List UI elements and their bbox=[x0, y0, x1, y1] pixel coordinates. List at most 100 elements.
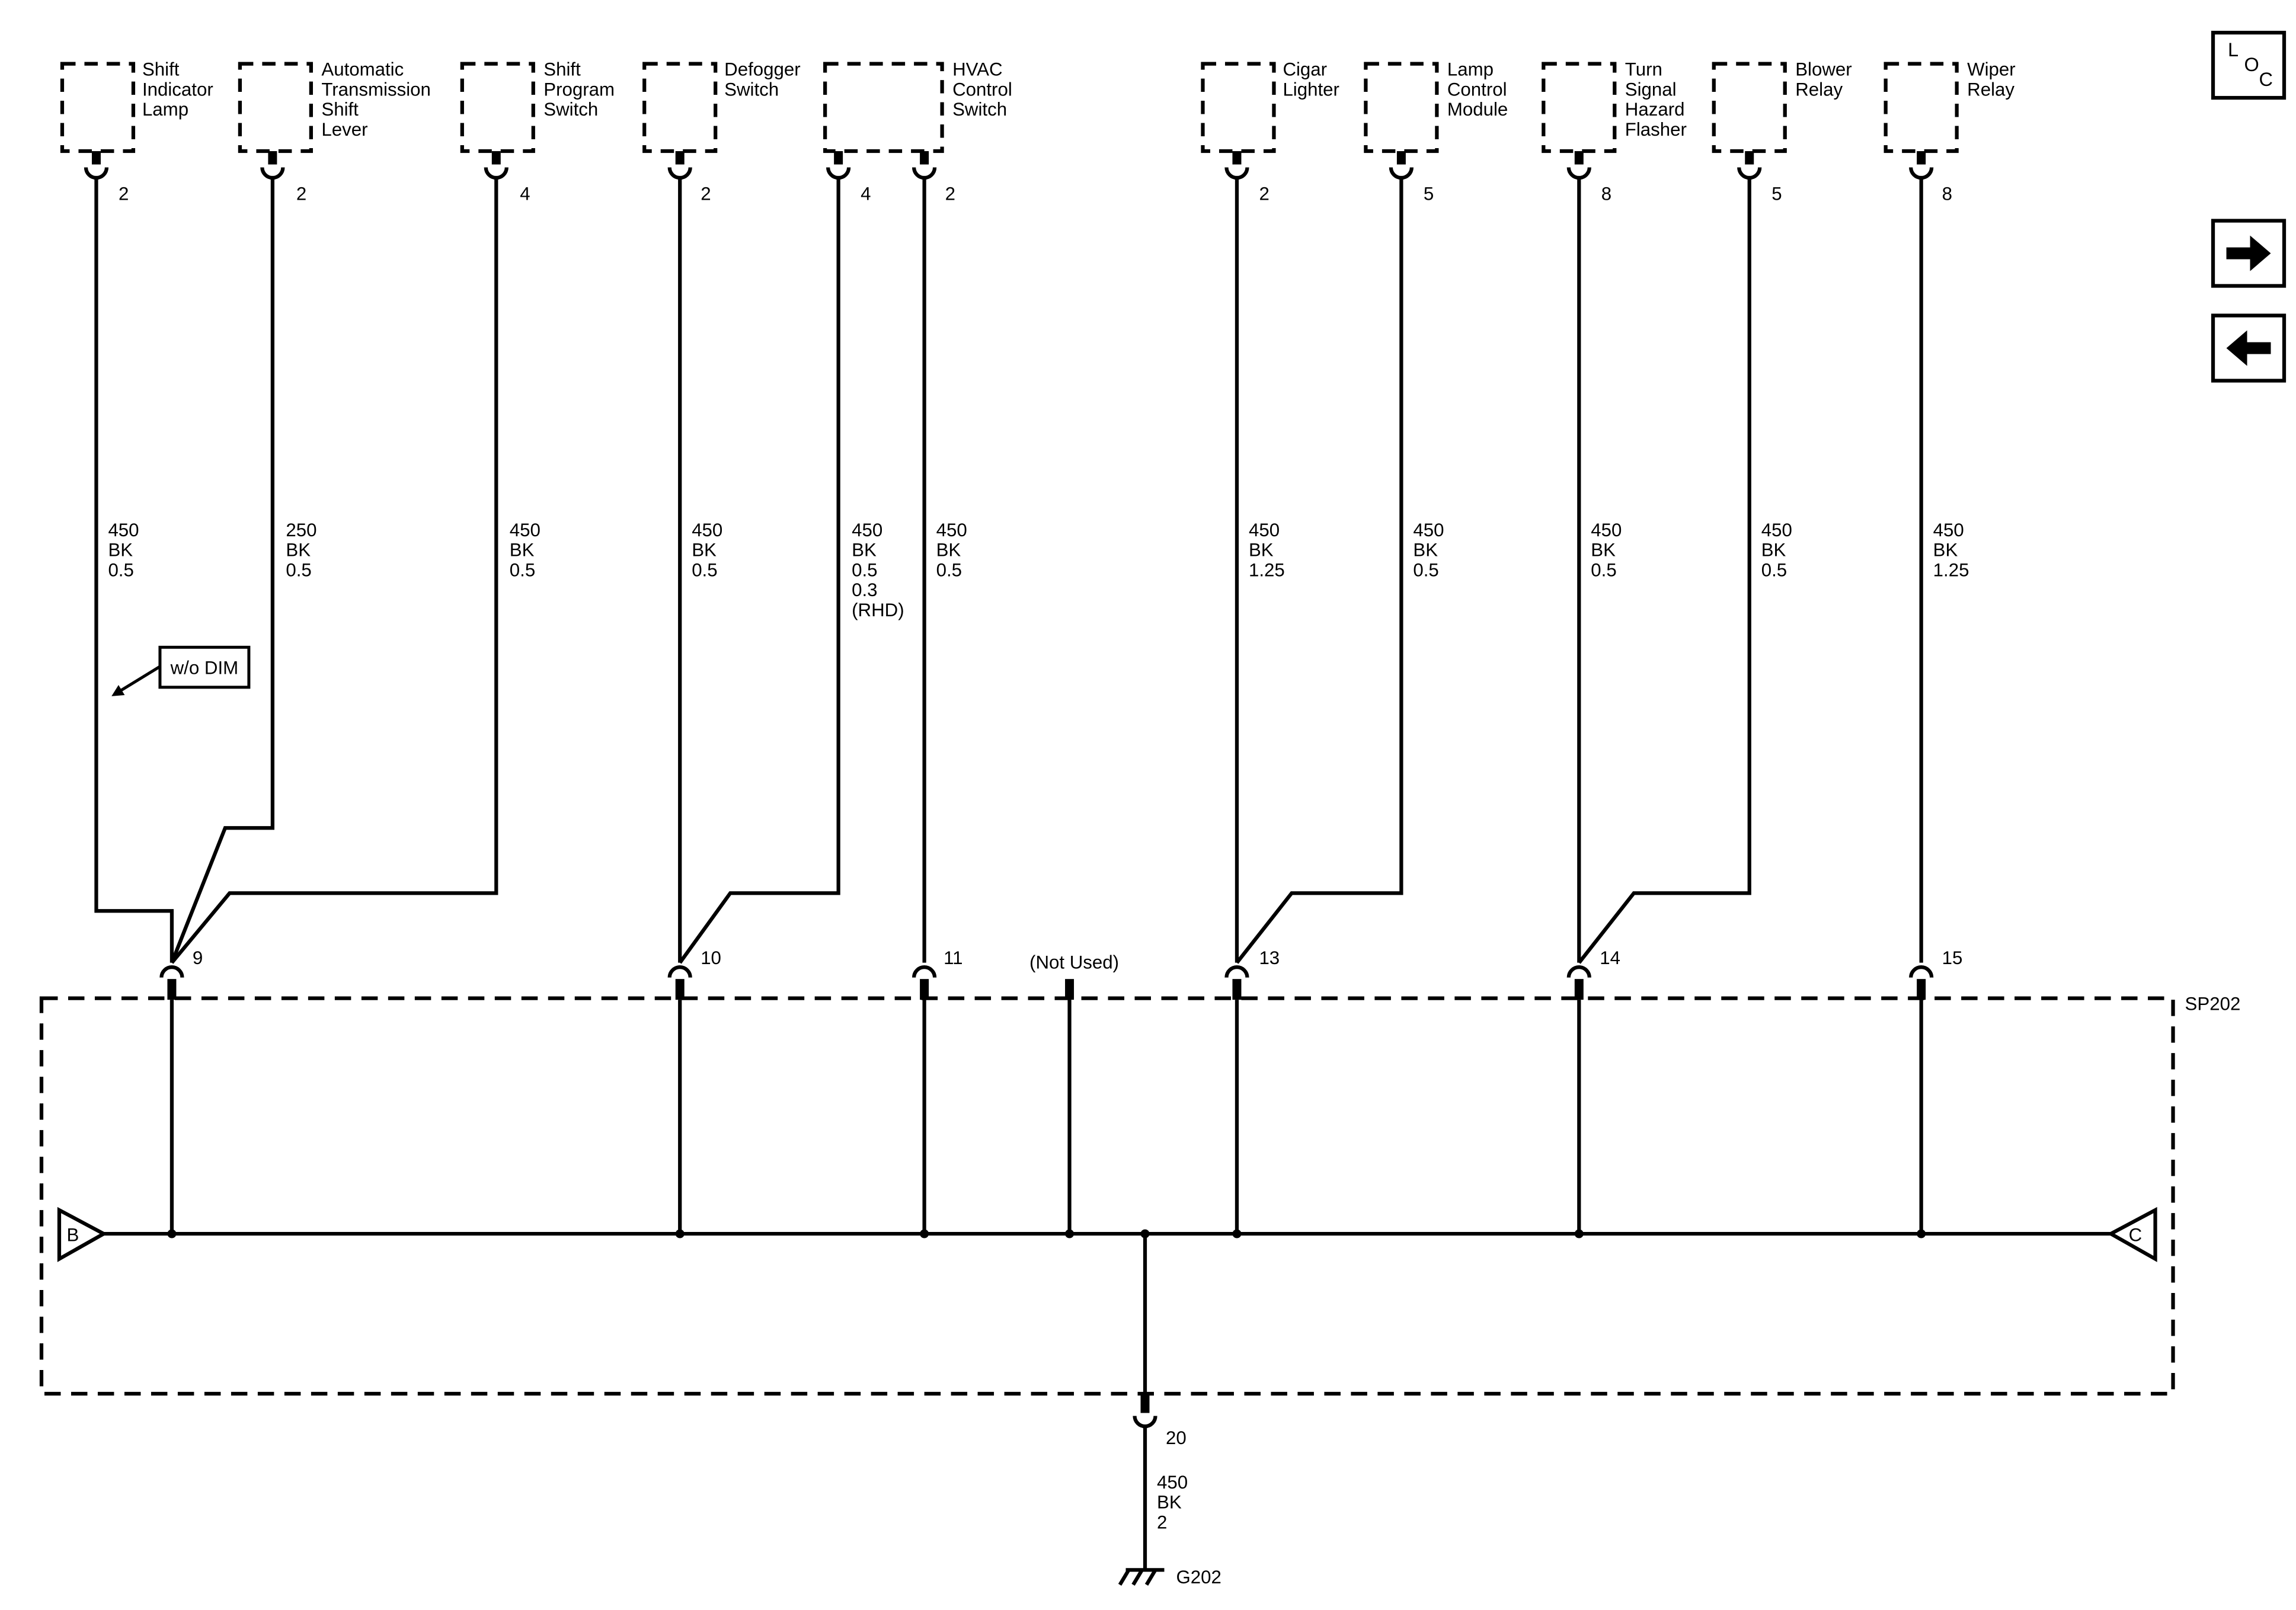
terminal-turn-signal-hazard-flasher bbox=[1566, 151, 1591, 180]
splice-pack-name: SP202 bbox=[2185, 994, 2241, 1014]
pin-number: 5 bbox=[1424, 184, 1434, 204]
back-button[interactable] bbox=[2211, 313, 2287, 383]
junction-dot bbox=[1574, 1229, 1584, 1238]
connector-b[interactable]: B bbox=[57, 1206, 108, 1262]
shift-program-switch-box bbox=[460, 62, 535, 153]
terminal-cigar-lighter bbox=[1224, 151, 1249, 180]
terminal-automatic-transmission-shift-lever bbox=[260, 151, 285, 180]
ground-terminal-stub bbox=[1140, 1393, 1150, 1413]
junction-dot bbox=[1140, 1229, 1150, 1238]
right-arrow-icon bbox=[2226, 235, 2271, 271]
component-terminals bbox=[84, 151, 1934, 180]
splice-pin-number: 15 bbox=[1942, 948, 1963, 968]
hvac-control-switch-box bbox=[823, 62, 944, 153]
wiper-relay-box bbox=[1884, 62, 1959, 153]
option-callout: w/o DIM bbox=[111, 645, 251, 696]
pin-number: 2 bbox=[296, 184, 306, 204]
splice-pin-number: 9 bbox=[193, 948, 203, 968]
junction-dot bbox=[675, 1229, 685, 1238]
wire-lamp-control-module bbox=[1235, 178, 1403, 964]
ground-terminal bbox=[1133, 1416, 1157, 1429]
pin-number: 2 bbox=[119, 184, 129, 204]
pin-number: 2 bbox=[945, 184, 955, 204]
splice-terminal-10 bbox=[667, 965, 692, 1000]
loc-letter-o: O bbox=[2244, 54, 2259, 75]
component-boxes bbox=[60, 62, 1959, 153]
junction-dot bbox=[1065, 1229, 1075, 1238]
splice-terminal-not-used bbox=[1065, 979, 1075, 1000]
cigar-lighter-box bbox=[1201, 62, 1276, 153]
forward-button[interactable] bbox=[2211, 219, 2287, 288]
connector-c[interactable]: C bbox=[2107, 1206, 2157, 1262]
connector-b-label: B bbox=[66, 1225, 79, 1246]
splice-internal bbox=[103, 1000, 2111, 1394]
junction-dot bbox=[167, 1229, 177, 1238]
terminal-hvac-control-switch-pin4 bbox=[826, 151, 851, 180]
pin-number: 8 bbox=[1942, 184, 1952, 204]
left-arrow-icon bbox=[2226, 330, 2271, 366]
terminal-hvac-control-switch-pin2 bbox=[912, 151, 937, 180]
turn-signal-hazard-flasher-box bbox=[1542, 62, 1617, 153]
terminal-defogger-switch bbox=[667, 151, 692, 180]
terminal-shift-program-switch bbox=[484, 151, 509, 180]
splice-terminal-13 bbox=[1224, 965, 1249, 1000]
terminal-lamp-control-module bbox=[1389, 151, 1414, 180]
defogger-switch-box bbox=[642, 62, 718, 153]
lamp-control-module-box bbox=[1364, 62, 1439, 153]
wire-shift-program-switch bbox=[170, 178, 498, 964]
splice-terminal-9 bbox=[159, 965, 184, 1000]
splice-terminals bbox=[159, 965, 1934, 1000]
wire-blower-relay bbox=[1577, 178, 1751, 964]
splice-pin-number: 13 bbox=[1259, 948, 1280, 968]
splice-pin-number: 11 bbox=[944, 948, 962, 968]
callout-arrow bbox=[111, 665, 161, 696]
blower-relay-box bbox=[1712, 62, 1787, 153]
splice-pin-number: 14 bbox=[1600, 948, 1620, 968]
splice-junction-dots bbox=[167, 1229, 1926, 1238]
option-note-label: w/o DIM bbox=[170, 657, 239, 678]
splice-terminal-14 bbox=[1566, 965, 1591, 1000]
connector-c-label: C bbox=[2129, 1225, 2142, 1246]
ground-pin-number: 20 bbox=[1166, 1427, 1187, 1448]
pin-number: 5 bbox=[1771, 184, 1782, 204]
pin-number: 8 bbox=[1601, 184, 1611, 204]
component-pin-numbers: 2 2 4 2 4 2 2 5 8 5 8 bbox=[119, 184, 1952, 204]
wire-shift-indicator-lamp bbox=[94, 178, 174, 963]
not-used-label: (Not Used) bbox=[1029, 952, 1119, 973]
automatic-transmission-shift-lever-box bbox=[238, 62, 313, 153]
wire-hvac-control-switch-pin4 bbox=[678, 178, 840, 964]
junction-dot bbox=[1917, 1229, 1926, 1238]
terminal-shift-indicator-lamp bbox=[84, 151, 109, 180]
splice-terminal-11 bbox=[912, 965, 937, 1000]
terminal-blower-relay bbox=[1737, 151, 1762, 180]
shift-indicator-lamp-box bbox=[60, 62, 136, 153]
ground-name: G202 bbox=[1176, 1567, 1221, 1587]
ground-symbol-icon bbox=[1118, 1568, 1165, 1586]
terminal-wiper-relay bbox=[1909, 151, 1934, 180]
loc-button[interactable]: L O C bbox=[2211, 30, 2287, 100]
splice-pin-number: 10 bbox=[701, 948, 721, 968]
pin-number: 2 bbox=[1259, 184, 1269, 204]
loc-letter-c: C bbox=[2259, 69, 2273, 90]
